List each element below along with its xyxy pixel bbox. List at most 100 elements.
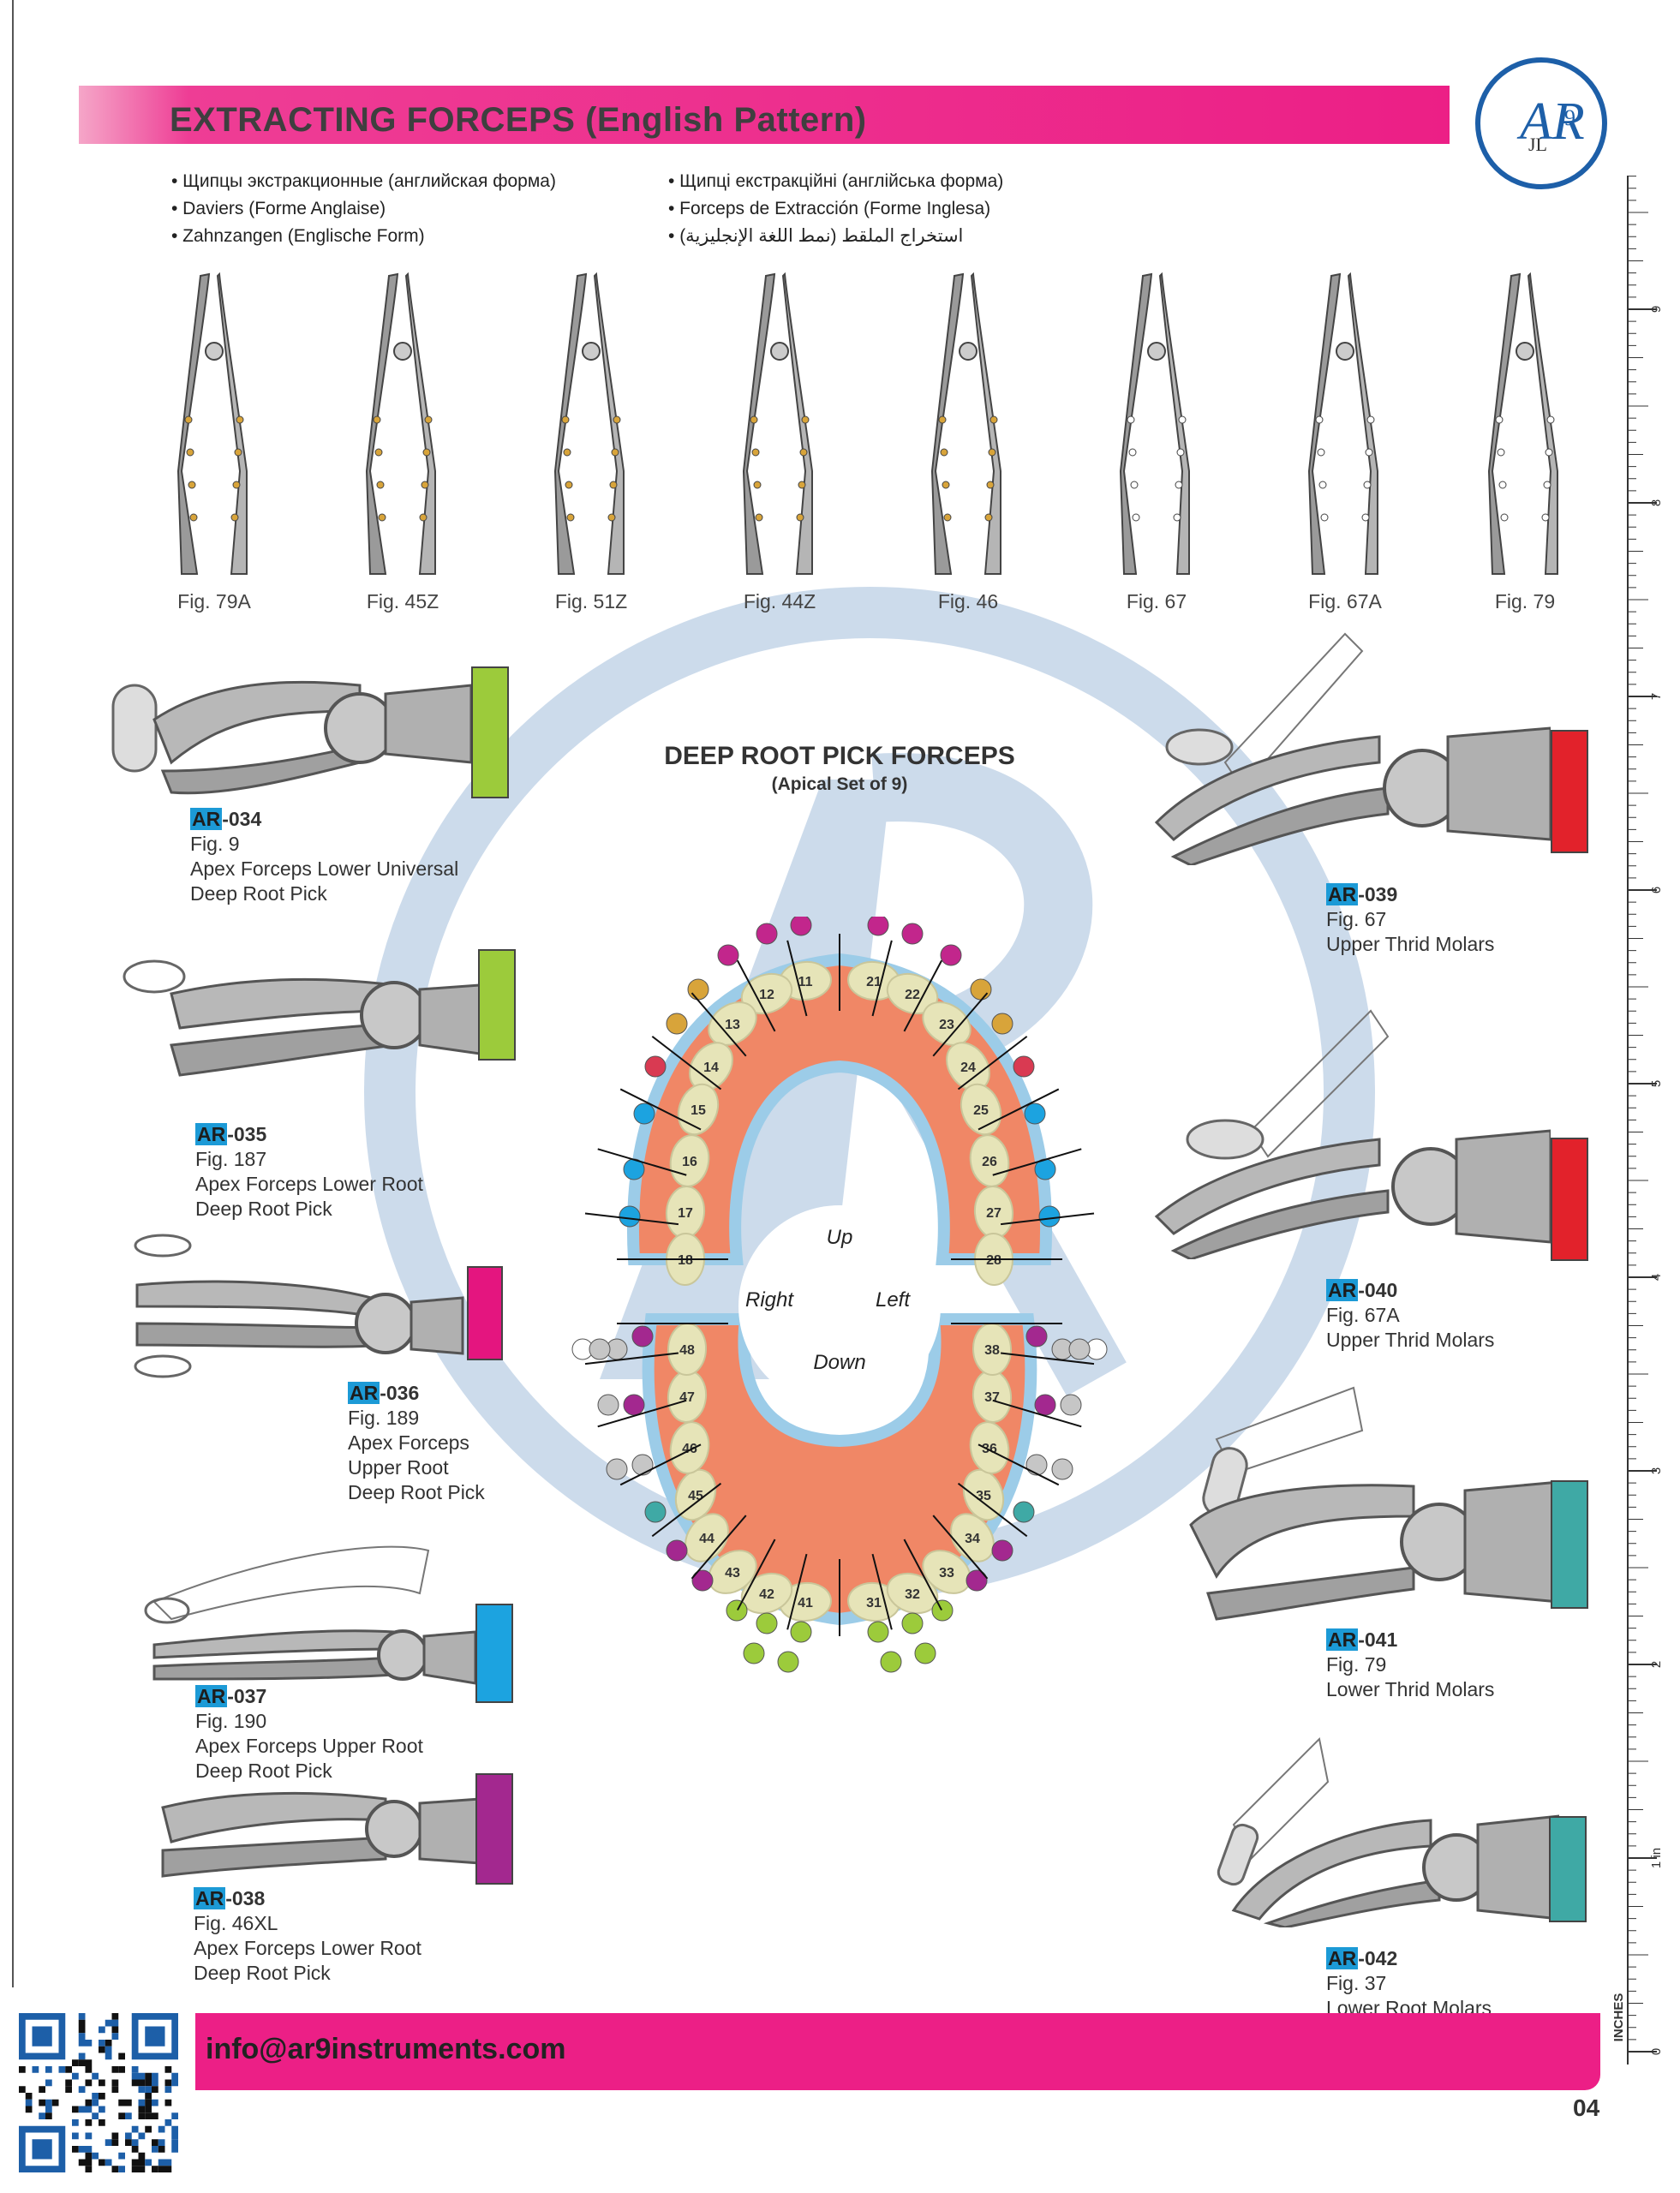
figure-label: Fig. 67A [1308,590,1382,612]
tooth-number: 15 [691,1103,706,1118]
tooth-number: 23 [939,1018,954,1032]
color-dot [633,1102,655,1125]
color-dot [687,978,709,1001]
product-desc: Apex Forceps Lower Root [195,1173,423,1195]
color-dot [777,1651,799,1673]
tooth-number: 12 [759,988,774,1002]
color-dot [666,1539,688,1562]
chart-subtitle: (Apical Set of 9) [771,774,908,794]
color-dot [631,1454,654,1476]
product-desc: Lower Thrid Molars [1326,1678,1495,1700]
color-dot [970,978,992,1001]
chart-label-right: Right [745,1288,794,1312]
subtitle-list-right: • Щипці екстракційні (англійська форма) … [668,168,1003,250]
product-caption: AR-038 Fig. 46XL Apex Forceps Lower Root… [194,1886,421,1986]
product-desc: Deep Root Pick [195,1760,332,1782]
tooth: 47 [667,1370,708,1423]
tooth-number: 43 [725,1566,740,1581]
color-dot [931,1599,954,1622]
color-dot [991,1539,1013,1562]
ruler-label: 6 [1649,887,1664,893]
product-ar-035: AR-035 Fig. 187 Apex Forceps Lower Root … [120,925,531,1220]
product-tag: AR [195,1685,228,1707]
tooth-number: 28 [986,1253,1001,1268]
ruler-label: 5 [1649,1080,1664,1087]
tooth: 42 [740,1572,793,1615]
product-desc: Apex Forceps Lower Universal [190,857,459,880]
product-ar-042: AR-042 Fig. 37 Lower Root Molars [1199,1730,1602,2019]
subtitle-line: • Daviers (Forme Anglaise) [171,199,386,218]
forceps-figure [553,272,625,575]
color-dot [623,1394,645,1416]
contact-email[interactable]: info@ar9instruments.com [206,2033,566,2065]
color-dot [867,914,889,936]
forceps-image [1189,1386,1561,1621]
tooth-number: 33 [939,1566,954,1581]
product-desc: Deep Root Pick [195,1198,332,1220]
product-code: -034 [222,808,262,830]
figure-label: Fig. 79A [177,590,251,612]
figure-label: Fig. 67 [1127,590,1187,612]
product-code: -038 [225,1887,266,1909]
tooth: 46 [669,1421,710,1474]
ruler-label: 7 [1649,693,1664,700]
tooth: 27 [973,1186,1014,1239]
tooth-number: 17 [678,1206,693,1221]
tooth-number: 11 [798,975,813,989]
forceps-image [1154,1009,1552,1261]
tooth-number: 36 [982,1442,997,1456]
product-caption: AR-034 Fig. 9 Apex Forceps Lower Univers… [190,807,458,906]
tooth-number: 44 [699,1532,714,1546]
product-fig: Fig. 67 [1326,908,1387,930]
color-tab [1551,730,1588,853]
tooth: 15 [677,1083,720,1136]
tooth: 36 [969,1421,1010,1474]
subtitle-line: • Щипцы экстракционные (английская форма… [171,171,556,191]
color-dot [1051,1458,1073,1480]
subtitle-list-left: • Щипцы экстракционные (английская форма… [171,168,556,250]
forceps-image [123,959,481,1077]
color-dot [1013,1501,1035,1523]
color-tab [467,1266,503,1360]
brand-logo: AR 9 JL [1468,55,1614,192]
tooth-number: 13 [725,1018,740,1032]
footer-bar [195,2013,1600,2090]
forceps-figure [1487,272,1558,575]
forceps-figure [930,272,1001,575]
ruler-label: 2 [1649,1661,1664,1668]
product-fig: Fig. 189 [348,1407,420,1429]
forceps-image [111,680,473,795]
product-ar-038: AR-038 Fig. 46XL Apex Forceps Lower Root… [146,1773,540,1996]
tooth: 48 [667,1323,708,1376]
chart-label-down: Down [813,1351,865,1374]
product-desc: Apex Forceps Lower Root [194,1937,421,1959]
subtitle-line: • Zahnzangen (Englische Form) [171,226,425,246]
product-tag: AR [1326,1628,1359,1651]
ruler-unit: INCHES [1611,1993,1626,2042]
qr-code[interactable] [19,2013,178,2172]
color-dot [1038,1205,1061,1228]
forceps-figure [742,272,813,575]
forceps-image [1154,632,1552,867]
product-ar-041: AR-041 Fig. 79 Lower Thrid Molars [1157,1379,1602,1713]
product-ar-034: AR-034 Fig. 9 Apex Forceps Lower Univers… [103,617,523,908]
product-desc: Upper Root [348,1456,449,1479]
color-dot [867,1621,889,1643]
color-dot [756,1612,778,1634]
product-fig: Fig. 190 [195,1710,267,1732]
forceps-image [161,1791,481,1878]
color-dot [790,914,812,936]
logo-sub: JL [1528,134,1547,155]
page-number: 04 [1573,2094,1600,2121]
forceps-figure [1307,272,1378,575]
color-dot [691,1569,714,1592]
tooth-number: 48 [679,1343,695,1358]
header-bar [79,86,1450,144]
color-dot [606,1458,628,1480]
product-code: -042 [1358,1947,1398,1969]
product-ar-037: AR-037 Fig. 190 Apex Forceps Upper Root … [137,1542,531,1799]
color-dot [880,1651,902,1673]
product-fig: Fig. 37 [1326,1972,1387,1994]
